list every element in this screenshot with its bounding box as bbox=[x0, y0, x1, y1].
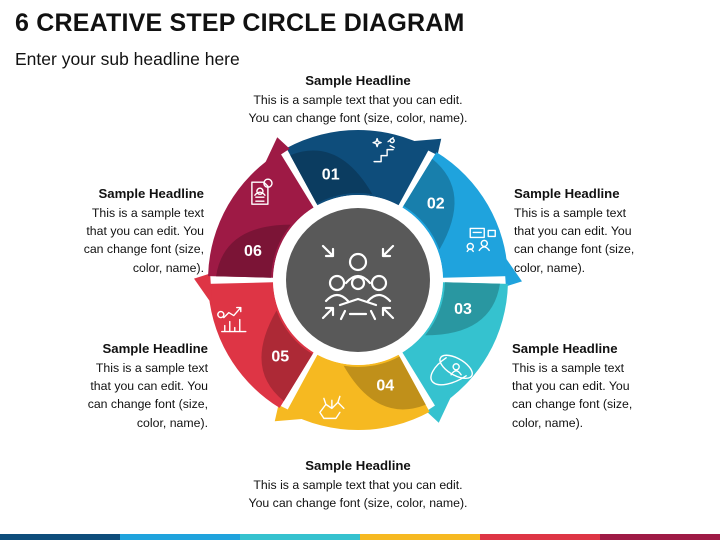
step-05-line-1: This is a sample text bbox=[95, 361, 208, 375]
step-03-line-3: can change font (size, bbox=[512, 397, 633, 412]
step-06-text: Sample Headline This is a sample text th… bbox=[16, 184, 204, 277]
step-01-line-1: This is a sample text that you can edit. bbox=[253, 93, 463, 107]
teamwork-hands-icon bbox=[319, 395, 345, 420]
segment-01-fold bbox=[290, 150, 373, 204]
bottom-bar-segment bbox=[480, 534, 600, 540]
team-network-icon bbox=[321, 244, 395, 321]
step-02-headline: Sample Headline bbox=[514, 186, 620, 201]
step-number-03: 03 bbox=[454, 301, 472, 318]
segment-02-fold bbox=[403, 158, 455, 250]
segment-01-arrow bbox=[409, 138, 442, 156]
segment-03-arrow bbox=[426, 394, 453, 423]
step-05-headline: Sample Headline bbox=[102, 341, 208, 356]
step-03-line-1: This is a sample text bbox=[512, 361, 625, 375]
step-03-line-2: that you can edit. You bbox=[512, 379, 630, 394]
presentation-icon bbox=[466, 227, 496, 253]
page-subtitle: Enter your sub headline here bbox=[15, 49, 240, 69]
step-05-text: Sample Headline This is a sample text th… bbox=[20, 339, 208, 432]
step-01-line-2: You can change font (size, color, name). bbox=[248, 111, 468, 126]
step-04-text: Sample Headline This is a sample text th… bbox=[208, 456, 508, 512]
bottom-bar-segment bbox=[600, 534, 720, 540]
achievement-icon bbox=[372, 136, 395, 163]
step-05-line-4: color, name). bbox=[136, 415, 208, 430]
segment-03-fold bbox=[425, 282, 500, 336]
bottom-bar-segment bbox=[360, 534, 480, 540]
step-06-line-3: can change font (size, bbox=[83, 242, 204, 257]
step-icons bbox=[217, 136, 496, 420]
step-05-line-3: can change font (size, bbox=[87, 397, 208, 412]
step-04-line-2: You can change font (size, color, name). bbox=[248, 496, 468, 511]
diagram-segments bbox=[194, 130, 522, 430]
segment-06-fold bbox=[216, 224, 291, 278]
bottom-bar-segment bbox=[240, 534, 360, 540]
step-06-headline: Sample Headline bbox=[98, 186, 204, 201]
segment-05-fold bbox=[261, 310, 313, 402]
bottom-bar-segment bbox=[120, 534, 240, 540]
step-03-headline: Sample Headline bbox=[512, 341, 618, 356]
step-number-02: 02 bbox=[427, 196, 445, 213]
step-number-01: 01 bbox=[322, 166, 340, 183]
bottom-color-bar bbox=[0, 534, 720, 540]
step-02-line-3: can change font (size, bbox=[514, 242, 635, 257]
page-title: 6 CREATIVE STEP CIRCLE DIAGRAM bbox=[15, 9, 465, 37]
step-01-text: Sample Headline This is a sample text th… bbox=[208, 71, 508, 127]
profile-document-icon bbox=[251, 178, 273, 205]
atom-person-icon bbox=[430, 354, 473, 386]
step-numbers: 01 02 03 04 05 06 bbox=[244, 166, 472, 394]
bottom-bar-segment bbox=[0, 534, 120, 540]
step-03-text: Sample Headline This is a sample text th… bbox=[512, 339, 692, 432]
step-02-line-2: that you can edit. You bbox=[514, 224, 632, 239]
step-06-line-1: This is a sample text bbox=[91, 206, 204, 220]
step-number-06: 06 bbox=[244, 243, 262, 260]
segment-05-arrow bbox=[194, 273, 213, 305]
step-03-line-4: color, name). bbox=[512, 415, 584, 430]
step-number-04: 04 bbox=[376, 378, 394, 395]
segment-04-fold bbox=[343, 356, 426, 410]
growth-chart-icon bbox=[217, 306, 247, 333]
step-06-line-4: color, name). bbox=[132, 260, 204, 275]
step-04-headline: Sample Headline bbox=[305, 458, 411, 473]
step-01-headline: Sample Headline bbox=[305, 73, 411, 88]
segment-04-arrow bbox=[274, 404, 307, 422]
segment-02-arrow bbox=[503, 255, 522, 287]
step-number-05: 05 bbox=[271, 348, 289, 365]
step-02-line-4: color, name). bbox=[514, 260, 586, 275]
step-06-line-2: that you can edit. You bbox=[86, 224, 204, 239]
step-02-text: Sample Headline This is a sample text th… bbox=[514, 184, 694, 277]
center-disc bbox=[286, 208, 430, 352]
step-05-line-2: that you can edit. You bbox=[90, 379, 208, 394]
step-04-line-1: This is a sample text that you can edit. bbox=[253, 478, 463, 492]
step-02-line-1: This is a sample text bbox=[514, 206, 627, 220]
segment-06-arrow bbox=[263, 137, 290, 166]
